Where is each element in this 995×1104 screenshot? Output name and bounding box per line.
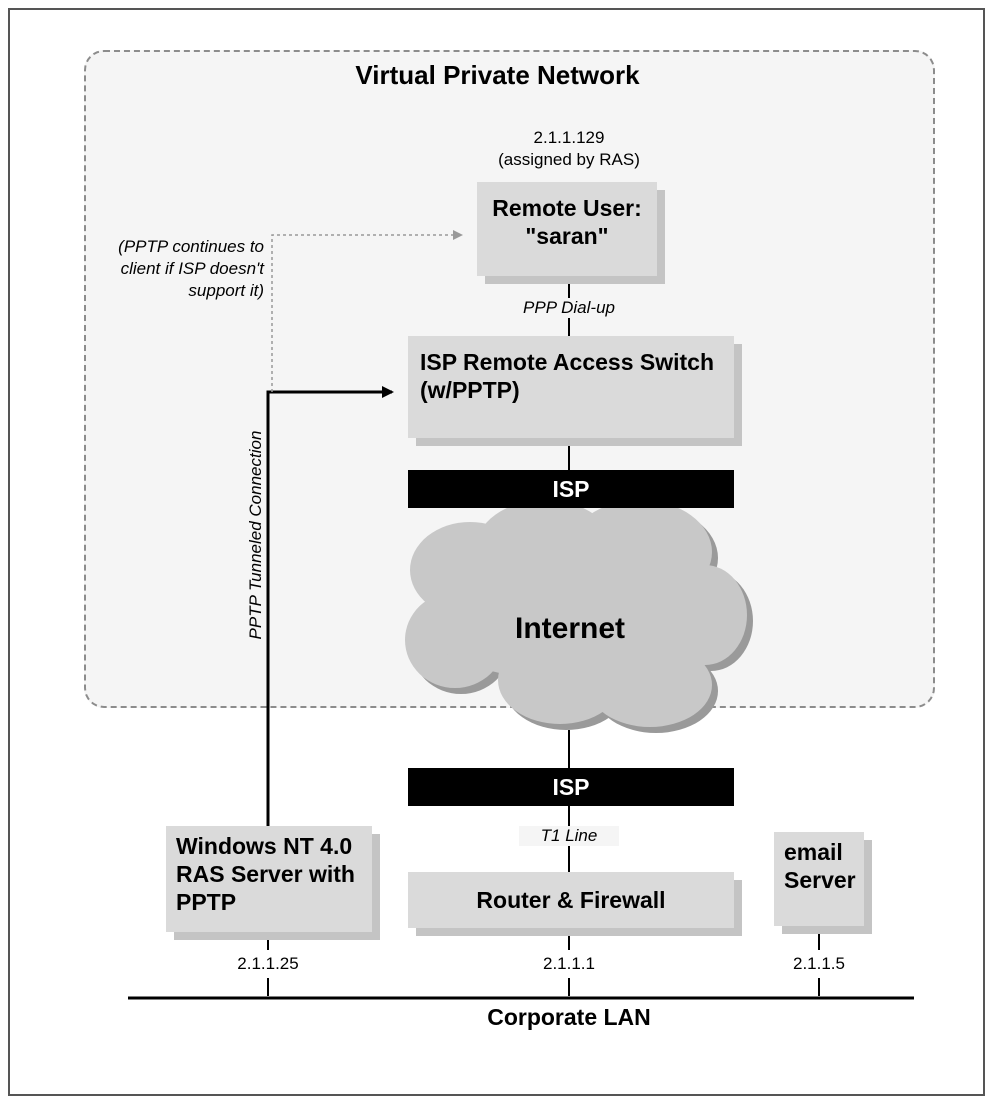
pptp-note-line-1: (PPTP continues to [118, 237, 264, 256]
isp-switch-pptp: (w/PPTP) [420, 377, 520, 403]
remote-user-name: "saran" [525, 223, 609, 249]
remote-user-ip-note: (assigned by RAS) [498, 150, 640, 169]
email-server-ip: 2.1.1.5 [793, 954, 845, 973]
diagram-title: Virtual Private Network [355, 60, 640, 90]
ras-server-line-3: PPTP [176, 889, 237, 915]
pptp-client-note: (PPTP continues to client if ISP doesn't… [84, 236, 264, 302]
router-firewall-box: Router & Firewall [408, 872, 734, 928]
email-server-line-2: Server [784, 867, 856, 893]
outer-frame [8, 8, 985, 1096]
t1-line-label: T1 Line [519, 826, 619, 846]
email-server-line-1: email [784, 839, 843, 865]
pptp-client-dotted-arrow [271, 230, 463, 392]
isp-bar-bottom: ISP [408, 768, 734, 806]
ras-server-line-2: RAS Server with [176, 861, 355, 887]
isp-switch-label: ISP Remote Access Switch [420, 349, 715, 375]
internet-cloud [405, 500, 753, 733]
pptp-note-line-3: support it) [188, 281, 264, 300]
tunnel-arrow [262, 386, 394, 880]
remote-user-ip: 2.1.1.129 [533, 128, 605, 147]
remote-user-box: Remote User: "saran" [477, 182, 657, 276]
router-ip: 2.1.1.1 [543, 954, 595, 973]
pptp-note-line-2: client if ISP doesn't [120, 259, 264, 278]
tunnel-label: PPTP Tunneled Connection [246, 430, 265, 640]
isp-remote-access-switch: ISP Remote Access Switch (w/PPTP) [408, 336, 734, 438]
email-server-box: email Server [774, 832, 864, 926]
remote-user-label: Remote User: [492, 195, 642, 221]
ras-server-ip: 2.1.1.25 [237, 954, 299, 973]
ras-server-box: Windows NT 4.0 RAS Server with PPTP [166, 826, 372, 932]
corporate-lan-label: Corporate LAN [487, 1004, 651, 1030]
isp-bar-top: ISP [408, 470, 734, 508]
internet-label: Internet [514, 612, 625, 645]
ppp-dialup-label: PPP Dial-up [469, 298, 669, 318]
ras-server-line-1: Windows NT 4.0 [176, 833, 353, 859]
